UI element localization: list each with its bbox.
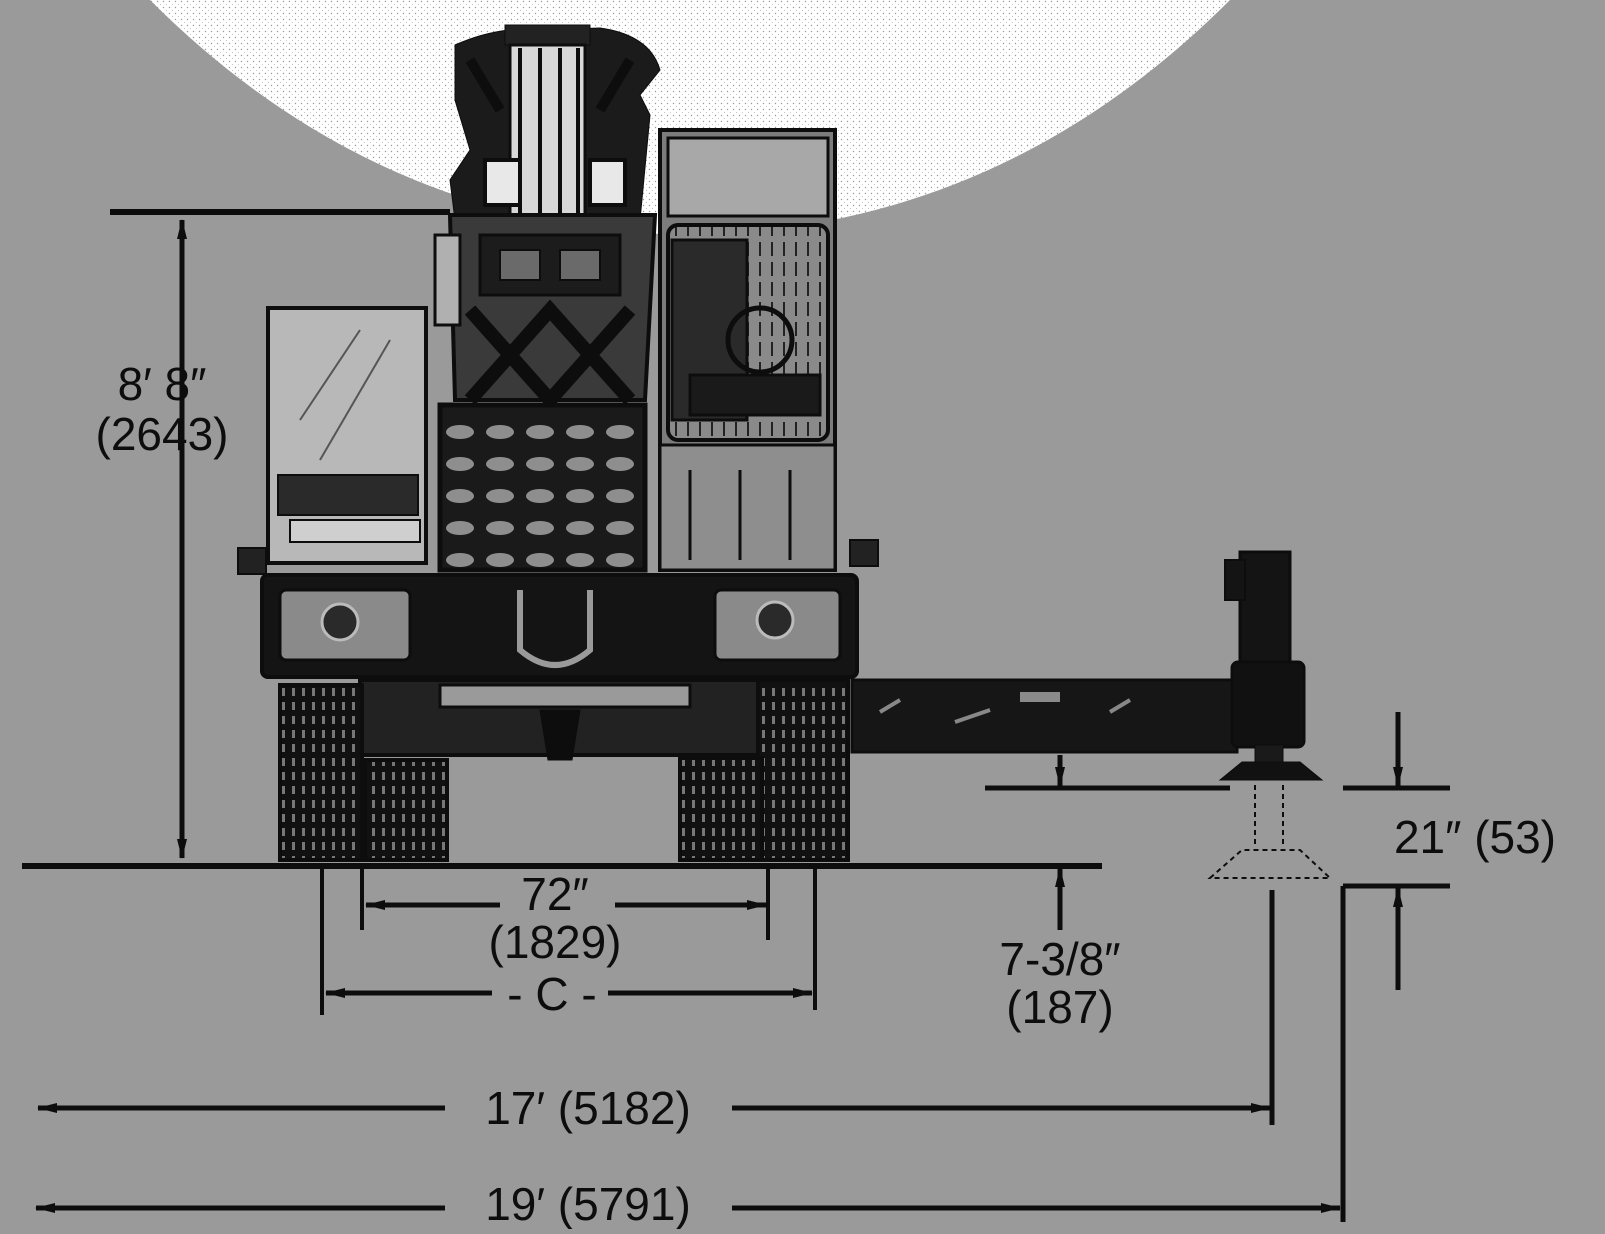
span-17-label: 17′ (5182) [485, 1082, 691, 1134]
track-gauge-metric-label: (1829) [489, 916, 622, 968]
backdrop-disc [150, 0, 1230, 235]
dimension-lines [22, 209, 1450, 1222]
c-width-label: - C - [507, 968, 596, 1020]
height-imperial-label: 8′ 8″ [118, 358, 207, 410]
dimension-labels: 8′ 8″ (2643) 72″ (1829) - C - 7-3/8″ (18… [96, 358, 1557, 1230]
outrigger-cylinder [1218, 550, 1324, 781]
radiator-grille [437, 402, 648, 573]
mast-head [449, 24, 661, 227]
machine-illustration [237, 24, 1333, 879]
pad-travel-label: 21″ (53) [1394, 811, 1556, 863]
track-gauge-imperial-label: 72″ [521, 868, 588, 920]
chassis-frame [260, 573, 859, 679]
height-metric-label: (2643) [96, 408, 229, 460]
left-track [278, 683, 449, 862]
outrigger-beam [850, 678, 1239, 754]
right-track [678, 678, 850, 862]
operator-cab [237, 306, 879, 575]
undercarriage [358, 678, 772, 761]
span-19-label: 19′ (5791) [485, 1178, 691, 1229]
engine-compartment [658, 128, 837, 572]
outrigger-pad-extended [1207, 785, 1333, 879]
clearance-metric-label: (187) [1006, 981, 1113, 1033]
clearance-imperial-label: 7-3/8″ [999, 933, 1120, 985]
